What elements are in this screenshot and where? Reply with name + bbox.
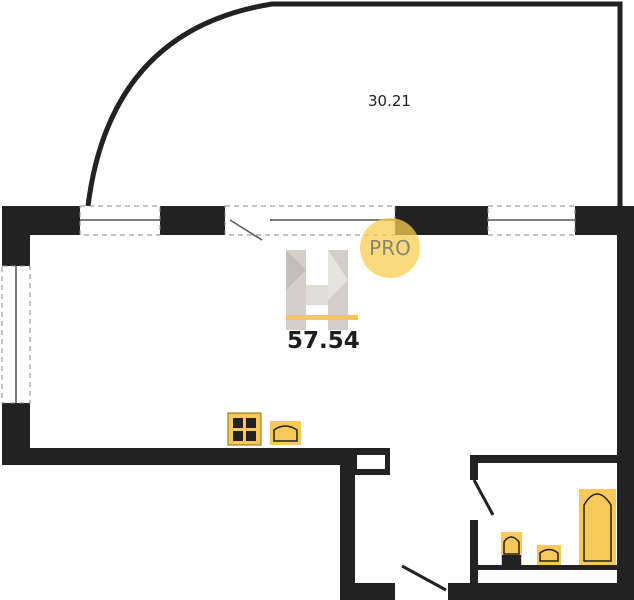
bathroom-door[interactable] bbox=[472, 479, 495, 516]
pro-badge: PRO bbox=[360, 218, 420, 278]
walls bbox=[2, 206, 634, 600]
stove-icon bbox=[227, 412, 262, 446]
balcony-area-label: 30.21 bbox=[368, 92, 411, 110]
logo-icon bbox=[286, 250, 348, 330]
logo-underline bbox=[286, 315, 358, 320]
kitchen-sink-icon bbox=[270, 421, 301, 445]
toilet-icon bbox=[501, 532, 522, 565]
total-area-label: 57.54 bbox=[287, 328, 360, 354]
bathtub-icon bbox=[579, 489, 616, 565]
balcony-outline bbox=[85, 1, 623, 207]
bathroom-sink-icon bbox=[537, 545, 561, 565]
entrance-door[interactable] bbox=[401, 564, 447, 592]
